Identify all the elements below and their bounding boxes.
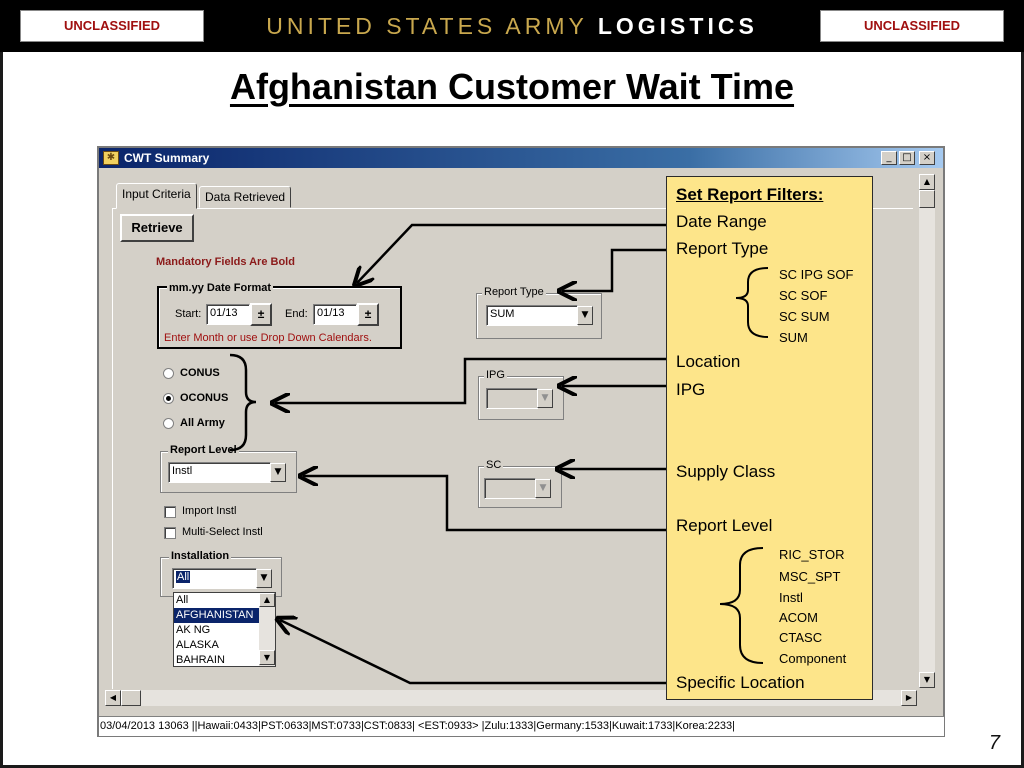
- callout-header: Set Report Filters:: [676, 185, 824, 204]
- arrow-specific-location: [280, 620, 666, 685]
- filters-callout: [666, 176, 873, 700]
- callout-supply-class: Supply Class: [676, 462, 776, 481]
- scroll-left-button[interactable]: ◀: [105, 690, 121, 706]
- callout-report-level-option: RIC_STOR: [779, 547, 845, 562]
- radio-oconus[interactable]: [163, 393, 174, 404]
- arrow-report-level: [303, 476, 666, 532]
- list-item[interactable]: AK NG: [176, 624, 211, 636]
- radio-all-army[interactable]: [163, 418, 174, 429]
- callout-report-type-option: SC IPG SOF: [779, 267, 854, 282]
- end-label: End:: [285, 308, 308, 320]
- callout-report-type-option: SUM: [779, 330, 808, 345]
- tab-panel: [112, 208, 913, 689]
- ipg-label: IPG: [484, 369, 507, 381]
- brace-report-type: [735, 267, 769, 338]
- date-range-group: [157, 286, 402, 349]
- callout-report-level-option: ACOM: [779, 610, 818, 625]
- installation-label: Installation: [169, 550, 232, 562]
- window-title: CWT Summary: [124, 151, 210, 165]
- end-date-field[interactable]: 01/13: [313, 304, 357, 325]
- mandatory-note: Mandatory Fields Are Bold: [156, 256, 295, 268]
- callout-location: Location: [676, 352, 741, 371]
- sc-group: [478, 466, 562, 508]
- report-type-select[interactable]: SUM: [486, 305, 578, 326]
- multi-select-instl-checkbox[interactable]: [164, 527, 176, 539]
- list-item[interactable]: AFGHANISTAN: [174, 608, 275, 623]
- callout-ipg: IPG: [676, 380, 706, 399]
- import-instl-checkbox[interactable]: [164, 506, 176, 518]
- start-calendar-button[interactable]: ±: [250, 303, 272, 326]
- report-level-label: Report Level: [168, 444, 239, 456]
- page-number: 7: [988, 732, 1000, 754]
- maximize-button[interactable]: □: [899, 151, 915, 165]
- start-date-field[interactable]: 01/13: [206, 304, 250, 325]
- scroll-thumb-vertical[interactable]: [919, 190, 935, 208]
- window-titlebar[interactable]: [99, 148, 943, 168]
- report-level-dropdown-button[interactable]: ▼: [270, 463, 286, 482]
- date-format-label: mm.yy Date Format: [167, 282, 274, 294]
- date-hint: Enter Month or use Drop Down Calendars.: [164, 332, 372, 344]
- slide-frame: [0, 52, 1024, 768]
- list-scrollbar[interactable]: [259, 593, 275, 666]
- installation-dropdown-list[interactable]: All AFGHANISTAN AK NG ALASKA BAHRAIN: [173, 592, 276, 667]
- installation-dropdown-button[interactable]: ▼: [256, 569, 272, 588]
- banner-title: UNITED STATES ARMY LOGISTICS: [266, 13, 758, 39]
- callout-report-type-option: SC SUM: [779, 309, 830, 324]
- arrow-date-range: [357, 223, 666, 283]
- arrow-location: [275, 357, 666, 403]
- close-button[interactable]: ×: [919, 151, 935, 165]
- radio-conus-label: CONUS: [180, 367, 220, 379]
- scroll-up-button[interactable]: ▲: [919, 174, 935, 190]
- callout-report-level-option: CTASC: [779, 630, 823, 645]
- list-scroll-up-button[interactable]: ▲: [259, 593, 275, 607]
- classification-left: UNCLASSIFIED: [20, 10, 204, 42]
- scroll-down-button[interactable]: ▼: [919, 672, 935, 688]
- report-type-label: Report Type: [482, 286, 546, 298]
- sc-label: SC: [484, 459, 504, 471]
- radio-conus[interactable]: [163, 368, 174, 379]
- callout-report-type: Report Type: [676, 239, 769, 258]
- list-item[interactable]: ALASKA: [176, 639, 219, 651]
- import-instl-label: Import Instl: [182, 505, 237, 517]
- report-level-select[interactable]: Instl: [168, 462, 271, 483]
- callout-report-level-option: Instl: [779, 590, 803, 605]
- scroll-thumb-horizontal[interactable]: [121, 690, 141, 706]
- tab-input-criteria[interactable]: Input Criteria: [116, 183, 197, 209]
- brace-location: [229, 353, 257, 452]
- list-item[interactable]: BAHRAIN: [176, 654, 225, 666]
- app-icon: ✱: [103, 151, 119, 165]
- callout-date-range: Date Range: [676, 212, 767, 231]
- callout-report-level: Report Level: [676, 516, 773, 535]
- callout-report-level-option: MSC_SPT: [779, 569, 841, 584]
- end-calendar-button[interactable]: ±: [357, 303, 379, 326]
- callout-report-level-option: Component: [779, 651, 847, 666]
- installation-selected-value: All: [176, 571, 191, 583]
- report-type-dropdown-button[interactable]: ▼: [577, 306, 593, 325]
- brace-report-level: [719, 547, 764, 664]
- status-bar: 03/04/2013 13063 ||Hawaii:0433|PST:0633|…: [99, 716, 944, 736]
- minimize-button[interactable]: _: [881, 151, 897, 165]
- ipg-dropdown-button[interactable]: ▼: [537, 389, 553, 408]
- radio-oconus-label: OCONUS: [180, 392, 229, 404]
- multi-select-instl-label: Multi-Select Instl: [182, 526, 263, 538]
- list-item[interactable]: All: [176, 594, 189, 606]
- scroll-right-button[interactable]: ▶: [901, 690, 917, 706]
- list-scroll-down-button[interactable]: ▼: [259, 650, 275, 665]
- radio-all-army-label: All Army: [180, 417, 225, 429]
- vertical-scrollbar[interactable]: [919, 174, 935, 688]
- tab-data-retrieved[interactable]: Data Retrieved: [199, 186, 292, 208]
- ipg-group: [478, 376, 564, 420]
- retrieve-button[interactable]: Retrieve: [120, 214, 194, 242]
- classification-right: UNCLASSIFIED: [820, 10, 1004, 42]
- installation-select[interactable]: All: [172, 568, 257, 589]
- start-label: Start:: [175, 308, 202, 320]
- sc-dropdown-button[interactable]: ▼: [535, 479, 551, 498]
- slide-title: Afghanistan Customer Wait Time: [229, 66, 795, 107]
- arrow-report-type: [562, 248, 666, 291]
- callout-report-type-option: SC SOF: [779, 288, 828, 303]
- callout-specific-location: Specific Location: [676, 673, 805, 692]
